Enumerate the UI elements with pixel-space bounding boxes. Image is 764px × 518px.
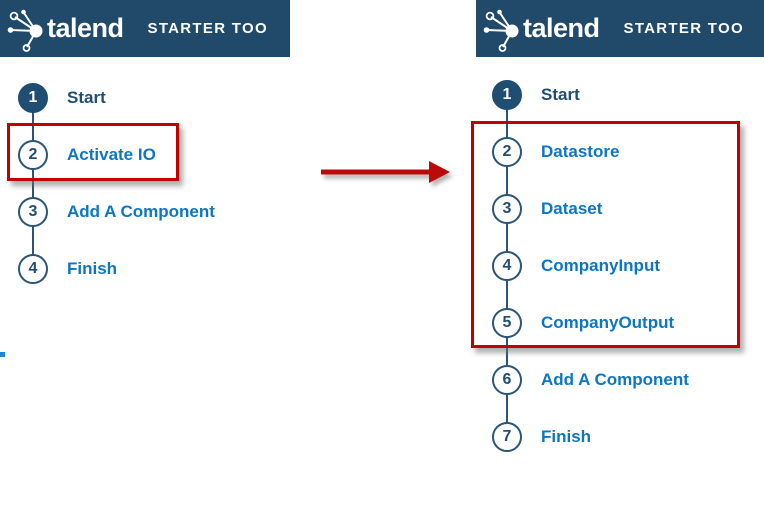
wizard-step[interactable]: 4 Finish [18,240,258,297]
step-number-badge: 5 [492,307,522,338]
step-label[interactable]: Start [541,84,580,104]
step-number-badge: 1 [492,79,522,110]
wizard-step[interactable]: 7 Finish [492,408,752,465]
step-number-badge: 3 [18,196,48,227]
step-label[interactable]: Datastore [541,141,620,161]
step-number-badge: 2 [18,139,48,170]
step-connector-line [32,97,34,268]
wizard-steps-before: 1 Start 2 Activate IO 3 Add A Component … [18,69,258,297]
step-label[interactable]: Finish [67,258,118,278]
step-number-badge: 4 [492,250,522,281]
step-label[interactable]: Add A Component [67,201,215,221]
wizard-steps-after: 1 Start 2 Datastore 3 Dataset 4 CompanyI… [492,66,752,465]
talend-logo[interactable]: talend [6,6,124,52]
step-number-badge: 7 [492,421,522,452]
step-number-badge: 1 [18,82,48,113]
step-label[interactable]: Add A Component [541,369,689,389]
talend-logo[interactable]: talend [482,6,600,52]
wizard-step[interactable]: 1 Start [492,66,752,123]
header-right: talend STARTER TOO [476,0,764,57]
wizard-step[interactable]: 2 Datastore [492,123,752,180]
step-number-badge: 4 [18,253,48,284]
menu-item-starter-toolkit[interactable]: STARTER TOO [147,20,268,37]
step-label[interactable]: Start [67,87,106,107]
brand-wordmark: talend [47,13,124,43]
transition-arrow-icon [321,161,450,183]
talend-network-icon [482,6,522,52]
step-label[interactable]: Dataset [541,198,603,218]
step-number-badge: 6 [492,364,522,395]
wizard-step[interactable]: 5 CompanyOutput [492,294,752,351]
talend-network-icon [6,6,46,52]
step-label[interactable]: Activate IO [67,144,156,164]
step-number-badge: 3 [492,193,522,224]
wizard-step[interactable]: 3 Dataset [492,180,752,237]
wizard-step[interactable]: 4 CompanyInput [492,237,752,294]
step-label[interactable]: Finish [541,426,592,446]
wizard-step[interactable]: 6 Add A Component [492,351,752,408]
wizard-step[interactable]: 1 Start [18,69,258,126]
step-number-badge: 2 [492,136,522,167]
screen-artifact [0,352,5,357]
step-label[interactable]: CompanyOutput [541,312,675,332]
header-left: talend STARTER TOO [0,0,290,57]
brand-wordmark: talend [523,13,600,43]
wizard-step[interactable]: 2 Activate IO [18,126,258,183]
step-label[interactable]: CompanyInput [541,255,660,275]
wizard-step[interactable]: 3 Add A Component [18,183,258,240]
menu-item-starter-toolkit[interactable]: STARTER TOO [623,20,744,37]
